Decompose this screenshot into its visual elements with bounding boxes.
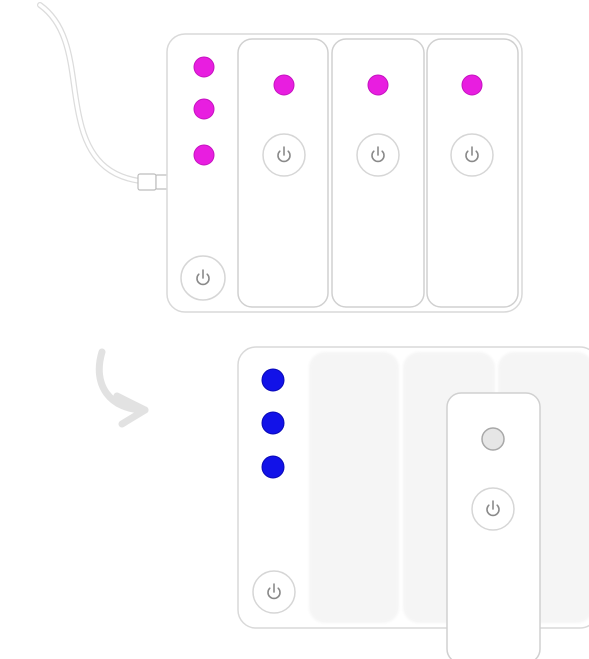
top-unit (167, 34, 522, 312)
hub-power-button[interactable] (181, 256, 225, 300)
removed-module[interactable] (447, 393, 540, 659)
hub-status-led (262, 369, 284, 391)
curved-arrow-icon (99, 352, 145, 424)
module-status-led (482, 428, 504, 450)
module-status-led (274, 75, 294, 95)
module-status-led (462, 75, 482, 95)
hub-status-led (194, 99, 214, 119)
hub-status-led (262, 412, 284, 434)
cable-connector (138, 174, 168, 190)
hub-status-led (194, 145, 214, 165)
empty-slot (309, 352, 399, 623)
hub-status-led (262, 456, 284, 478)
module-power-button[interactable] (451, 134, 493, 176)
hub-power-button[interactable] (253, 571, 295, 613)
hub-status-led (194, 57, 214, 77)
module-power-button[interactable] (357, 134, 399, 176)
module-power-button[interactable] (472, 488, 514, 530)
module-status-led (368, 75, 388, 95)
bottom-unit (238, 347, 589, 659)
module-power-button[interactable] (263, 134, 305, 176)
